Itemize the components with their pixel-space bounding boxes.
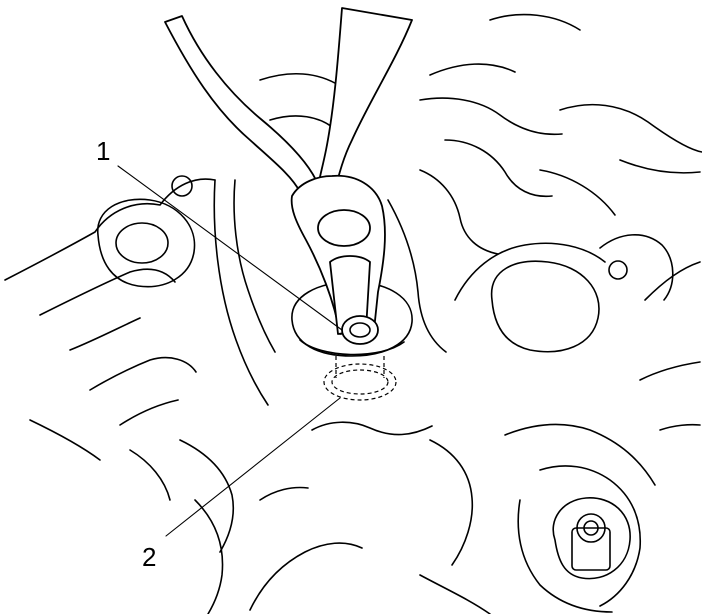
pliers-handles xyxy=(164,7,413,197)
callout-2: 2 xyxy=(142,542,156,572)
stud-boss xyxy=(552,497,631,580)
leader-line-2 xyxy=(165,397,341,537)
bore-seat xyxy=(291,281,413,357)
right-port xyxy=(490,260,628,353)
bolt-hole xyxy=(171,175,193,197)
casting-outline xyxy=(4,13,702,614)
leader-line-1 xyxy=(117,165,343,331)
hidden-ring xyxy=(323,356,397,401)
callout-1: 1 xyxy=(96,136,110,166)
left-boss xyxy=(97,198,196,288)
pliers-jaw xyxy=(290,174,386,345)
